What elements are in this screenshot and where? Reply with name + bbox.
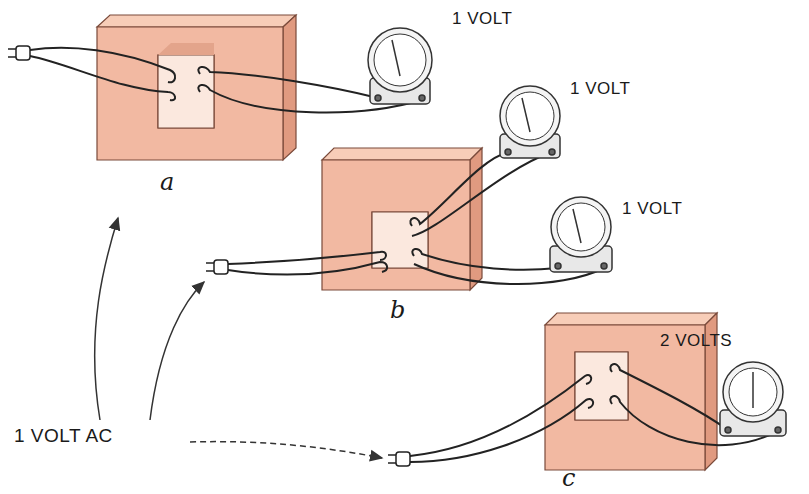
iron-core-a bbox=[97, 15, 296, 160]
voltmeter-b2 bbox=[550, 197, 612, 272]
plug-b bbox=[206, 260, 228, 274]
voltmeter-b1 bbox=[500, 86, 560, 158]
voltmeter-c bbox=[720, 362, 786, 436]
voltage-reading: 2 VOLTS bbox=[660, 332, 732, 349]
figure-letter: a bbox=[160, 170, 174, 194]
wires-a bbox=[30, 48, 422, 113]
plug-c bbox=[388, 452, 410, 466]
wires-b bbox=[228, 152, 604, 284]
plug-a bbox=[8, 46, 30, 60]
voltage-reading: 1 VOLT bbox=[622, 200, 682, 217]
pointer-arrows bbox=[95, 218, 382, 458]
voltage-reading: 1 VOLT bbox=[452, 10, 512, 27]
voltage-reading: 1 VOLT bbox=[570, 80, 630, 97]
figure-letter: b bbox=[390, 298, 405, 322]
supply-label: 1 VOLT AC bbox=[14, 426, 113, 445]
figure-letter: c bbox=[562, 466, 575, 490]
voltmeter-a bbox=[368, 28, 432, 104]
